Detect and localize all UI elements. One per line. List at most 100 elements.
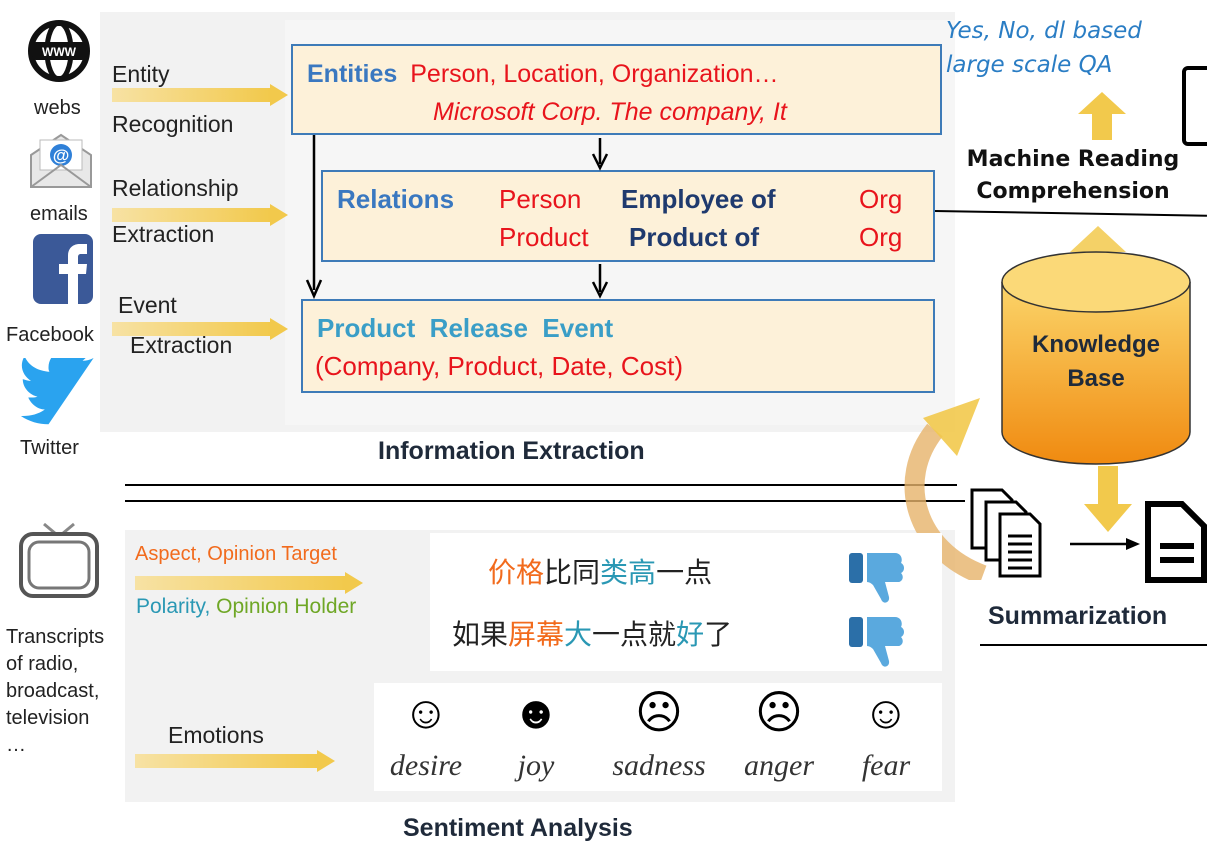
source-label-twitter: Twitter <box>20 437 79 459</box>
source-label-emails: emails <box>30 203 88 225</box>
sentence-segment: 大 <box>564 618 593 651</box>
summarization-label: Summarization <box>988 602 1168 630</box>
source-label-webs: webs <box>34 97 81 119</box>
opinion-holder-text: Opinion Holder <box>216 595 357 618</box>
qa-description: Yes, No, dl based large scale QA <box>946 14 1142 82</box>
kb-line: Base <box>1067 365 1125 392</box>
sentence-segment: 一点 <box>656 556 713 589</box>
polarity-text: Polarity, <box>136 595 211 618</box>
emotion-label-sadness: sadness <box>612 749 706 782</box>
transcripts-line: … <box>6 734 26 756</box>
emotion-face-joy-icon: ☻ <box>511 686 561 738</box>
entities-examples: Microsoft Corp. The company, It <box>433 98 787 126</box>
entities-box: Entities Person, Location, Organization…… <box>291 44 942 135</box>
relations-heading: Relations <box>337 184 455 214</box>
arrow-event <box>112 318 288 340</box>
source-label-facebook: Facebook <box>6 324 94 346</box>
facebook-icon <box>33 234 93 304</box>
database-cylinder-icon <box>1001 251 1191 465</box>
transcripts-line: broadcast, <box>6 680 100 702</box>
qa-icon <box>1182 66 1207 146</box>
polarity-holder-label: Polarity, Opinion Holder <box>136 595 356 619</box>
step-entity-recognition: Entity Recognition <box>112 57 233 141</box>
thumbs-down-icon <box>849 617 904 667</box>
step-label-line: Recognition <box>112 111 234 137</box>
event-box: Product Release Event (Company, Product,… <box>301 299 935 393</box>
arrow-right-summary <box>1070 538 1140 550</box>
document-stack-icon <box>970 488 1042 578</box>
opinion-sentence-1: 价格比同类高一点 <box>488 551 712 591</box>
sentence-segment: 类 <box>600 556 629 589</box>
transcripts-line: of radio, <box>6 653 79 675</box>
step-event-extraction: Event Extraction <box>118 288 232 362</box>
step-label-line: Event <box>118 292 177 318</box>
step-label-line: Relationship <box>112 175 239 201</box>
emotions-label: Emotions <box>168 722 264 748</box>
step-label-line: Entity <box>112 61 170 87</box>
emotion-face-sadness-icon: ☹ <box>635 686 683 738</box>
arrow-relationship <box>112 204 288 226</box>
email-envelope-icon: @ <box>26 130 96 190</box>
kb-line: Knowledge <box>1031 331 1160 358</box>
curved-arrow-to-kb <box>904 398 987 580</box>
entities-heading: Entities <box>307 60 398 88</box>
emotion-face-desire-icon: ☺ <box>402 686 450 738</box>
event-arguments: (Company, Product, Date, Cost) <box>315 351 683 381</box>
transcripts-label: Transcripts of radio, broadcast, televis… <box>6 624 104 759</box>
emotion-label-anger: anger <box>744 749 814 782</box>
qa-line: large scale QA <box>946 52 1113 78</box>
transcripts-line: Transcripts <box>6 626 105 648</box>
summarization-underline <box>980 644 1207 646</box>
sentiment-analysis-title: Sentiment Analysis <box>403 814 633 842</box>
step-label-line: Extraction <box>130 332 233 358</box>
mrc-line: Machine Reading <box>966 147 1180 172</box>
step-label-line: Extraction <box>112 221 215 247</box>
globe-www-icon: WWW <box>26 18 92 84</box>
sentence-segment: 高 <box>628 556 657 589</box>
transcripts-line: television <box>6 707 90 729</box>
relation-arg2: Org <box>859 222 903 252</box>
twitter-bird-icon <box>20 349 102 428</box>
arrow-down-summary <box>1084 466 1132 532</box>
mrc-line: Comprehension <box>976 179 1170 204</box>
information-extraction-title: Information Extraction <box>378 437 645 465</box>
sentence-segment: 如果 <box>452 618 509 651</box>
sentence-segment: 比同 <box>544 556 601 589</box>
ie-flow-arrows <box>305 135 609 300</box>
emotion-label-fear: fear <box>861 749 911 782</box>
document-icon <box>1145 501 1207 583</box>
svg-text:WWW: WWW <box>42 45 77 59</box>
opinion-sentence-2: 如果屏幕大一点就好了 <box>452 613 732 653</box>
relations-box: Relations Person Employee of Org Product… <box>321 170 935 262</box>
sentence-segment: 屏幕 <box>508 618 565 651</box>
event-heading: Product Release Event <box>317 313 614 343</box>
arrow-up-qa <box>1078 92 1126 140</box>
sentence-segment: 了 <box>704 618 733 651</box>
relation-arg1: Product <box>499 222 589 252</box>
arrow-entity <box>112 84 288 106</box>
machine-reading-comprehension-label: Machine Reading Comprehension <box>958 144 1188 208</box>
relation-arg2: Org <box>859 184 903 214</box>
television-icon <box>18 520 102 604</box>
emotion-face-fear-icon: ☺ <box>862 686 910 738</box>
step-relationship-extraction: Relationship Extraction <box>112 171 239 251</box>
divider-line <box>125 484 957 486</box>
divider-line <box>125 500 965 502</box>
svg-text:@: @ <box>53 146 70 165</box>
sentence-segment: 一点就 <box>592 618 677 651</box>
arrow-aspect <box>135 572 363 594</box>
emotion-label-joy: joy <box>517 749 555 782</box>
relation-type: Product of <box>629 222 759 252</box>
mrc-connector-line <box>934 210 1207 217</box>
emotion-face-anger-icon: ☹ <box>755 686 803 738</box>
aspect-label: Aspect, Opinion Target <box>135 543 337 565</box>
sentence-segment: 价格 <box>488 556 545 589</box>
entities-types: Person, Location, Organization… <box>410 60 779 88</box>
thumbs-down-icon <box>849 553 904 603</box>
emotion-faces-row: ☺ desire ☻ joy ☹ sadness ☹ anger ☺ fear <box>374 683 942 791</box>
emotions-panel: ☺ desire ☻ joy ☹ sadness ☹ anger ☺ fear <box>374 683 942 791</box>
emotion-label-desire: desire <box>389 749 463 782</box>
relation-type: Employee of <box>621 184 776 214</box>
qa-line: Yes, No, dl based <box>946 18 1142 44</box>
sentence-segment: 好 <box>676 618 705 651</box>
